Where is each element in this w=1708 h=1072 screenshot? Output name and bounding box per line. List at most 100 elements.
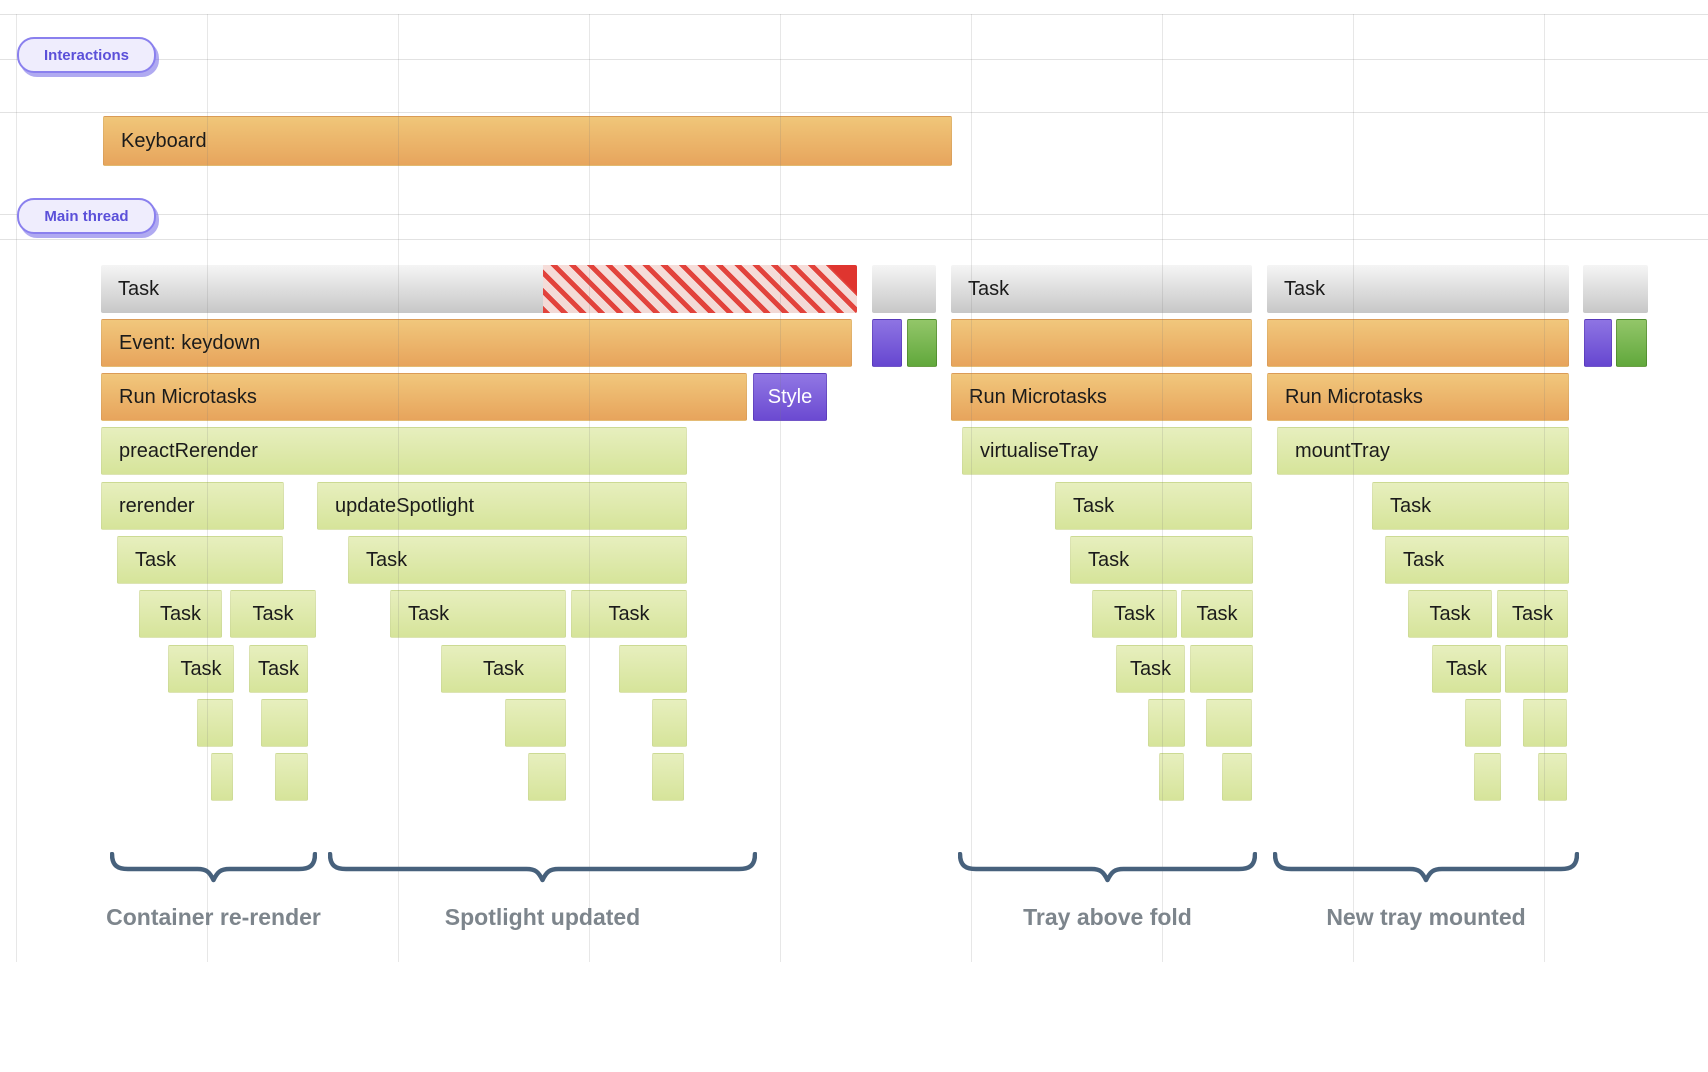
flame-bar-block[interactable] xyxy=(1148,699,1185,747)
flame-bar-block[interactable] xyxy=(951,319,1252,367)
flame-bar-block[interactable] xyxy=(275,753,308,801)
flame-bar-task[interactable]: Task xyxy=(1408,590,1492,638)
flame-bar-block[interactable] xyxy=(907,319,937,367)
flame-bar-label: Task xyxy=(252,602,294,625)
flame-bar-label: Task xyxy=(1196,602,1238,625)
grid-vline xyxy=(971,14,972,962)
flame-bar-block[interactable] xyxy=(872,265,936,313)
annotation-brace xyxy=(1273,852,1579,884)
flame-bar-label: Task xyxy=(1445,657,1488,680)
flame-bar-task[interactable]: Task xyxy=(249,645,308,693)
flame-bar-block[interactable] xyxy=(1538,753,1567,801)
flame-bar-block[interactable] xyxy=(1190,645,1253,693)
flame-bar-block[interactable] xyxy=(1474,753,1501,801)
interactions-track-pill[interactable]: Interactions xyxy=(17,37,156,73)
annotation-label-3: Tray above fold xyxy=(1023,904,1192,930)
flame-bar-task[interactable]: Task xyxy=(1181,590,1253,638)
flame-bar-task[interactable]: Task xyxy=(230,590,316,638)
flame-bar-run-microtasks[interactable]: Run Microtasks xyxy=(101,373,747,421)
flame-bar-rerender[interactable]: rerender xyxy=(101,482,284,530)
flame-bar-block[interactable] xyxy=(872,319,902,367)
grid-hline xyxy=(0,214,1708,215)
flame-bar-label: Task xyxy=(366,548,408,571)
flame-bar-task[interactable]: Task xyxy=(348,536,687,584)
flame-bar-block[interactable] xyxy=(619,645,687,693)
flame-bar-virtualisetray[interactable]: virtualiseTray xyxy=(962,427,1252,475)
flame-bar-block[interactable] xyxy=(528,753,566,801)
flame-bar-label: Task xyxy=(1390,494,1432,517)
flame-bar-block[interactable] xyxy=(211,753,233,801)
grid-vline xyxy=(1353,14,1354,962)
annotation-label-4: New tray mounted xyxy=(1326,904,1526,930)
flame-bar-run-microtasks[interactable]: Run Microtasks xyxy=(1267,373,1569,421)
flame-bar-label: Task xyxy=(1511,602,1554,625)
flame-bar-block[interactable] xyxy=(652,753,684,801)
flame-bar-block[interactable] xyxy=(1206,699,1252,747)
flame-bar-label: Task xyxy=(257,657,300,680)
flame-bar-block[interactable] xyxy=(1505,645,1568,693)
flame-bar-event-keydown[interactable]: Event: keydown xyxy=(101,319,852,367)
flame-bar-block[interactable] xyxy=(1584,319,1612,367)
flame-bar-preactrerender[interactable]: preactRerender xyxy=(101,427,687,475)
flame-bar-label: Run Microtasks xyxy=(1285,385,1423,408)
flame-bar-task[interactable]: Task xyxy=(1385,536,1569,584)
main-thread-track-pill[interactable]: Main thread xyxy=(17,198,156,234)
flame-bar-task[interactable]: Task xyxy=(1497,590,1568,638)
flame-bar-run-microtasks[interactable]: Run Microtasks xyxy=(951,373,1252,421)
flame-bar-block[interactable] xyxy=(505,699,566,747)
flame-bar-block[interactable] xyxy=(652,699,687,747)
flame-bar-block[interactable] xyxy=(1222,753,1252,801)
flame-bar-task[interactable]: Task xyxy=(1092,590,1177,638)
flame-bar-block[interactable] xyxy=(1616,319,1647,367)
flame-bar-task[interactable]: Task xyxy=(168,645,234,693)
flame-bar-task[interactable]: Task xyxy=(571,590,687,638)
flame-bar-label: Run Microtasks xyxy=(119,385,257,408)
annotation-label-2: Spotlight updated xyxy=(444,904,641,930)
keyboard-bar-label: Keyboard xyxy=(121,129,207,152)
flame-bar-task[interactable]: Task xyxy=(101,265,857,313)
flame-bar-label: Task xyxy=(968,277,1010,300)
flame-bar-task[interactable]: Task xyxy=(951,265,1252,313)
flame-bar-style[interactable]: Style xyxy=(753,373,827,421)
flame-bar-label: Task xyxy=(1088,548,1130,571)
grid-vline xyxy=(16,14,17,962)
flame-bar-block[interactable] xyxy=(1465,699,1501,747)
long-task-warning-icon xyxy=(828,265,857,294)
grid-hline xyxy=(0,239,1708,240)
annotation-brace xyxy=(110,852,317,884)
flame-bar-block[interactable] xyxy=(1159,753,1184,801)
flame-bar-task[interactable]: Task xyxy=(1267,265,1569,313)
flame-bar-label: mountTray xyxy=(1295,439,1390,462)
flame-bar-label: preactRerender xyxy=(119,439,258,462)
flame-bar-task[interactable]: Task xyxy=(117,536,283,584)
flame-bar-task[interactable]: Task xyxy=(1070,536,1253,584)
flame-bar-task[interactable]: Task xyxy=(1372,482,1569,530)
flame-bar-mounttray[interactable]: mountTray xyxy=(1277,427,1569,475)
grid-hline xyxy=(0,59,1708,60)
interaction-keyboard-bar[interactable]: Keyboard xyxy=(103,116,952,166)
flame-bar-task[interactable]: Task xyxy=(1055,482,1252,530)
flame-bar-label: Style xyxy=(767,385,813,408)
flame-bar-task[interactable]: Task xyxy=(1432,645,1501,693)
flame-bar-block[interactable] xyxy=(197,699,233,747)
flame-bar-label: Task xyxy=(608,602,650,625)
flame-bar-task[interactable]: Task xyxy=(139,590,222,638)
flame-bar-label: Event: keydown xyxy=(119,331,261,354)
flame-bar-label: updateSpotlight xyxy=(335,494,475,517)
flame-bar-label: Task xyxy=(1429,602,1471,625)
flame-bar-task[interactable]: Task xyxy=(1116,645,1185,693)
flame-bar-label: Task xyxy=(180,657,222,680)
flame-bar-label: Task xyxy=(408,602,450,625)
main-thread-track-label: Main thread xyxy=(44,207,129,225)
flame-bar-block[interactable] xyxy=(1583,265,1648,313)
annotation-label-1: Container re-render xyxy=(106,904,321,930)
flame-bar-label: Task xyxy=(1073,494,1115,517)
flame-bar-block[interactable] xyxy=(1267,319,1569,367)
flame-bar-label: Task xyxy=(135,548,177,571)
flame-bar-block[interactable] xyxy=(1523,699,1567,747)
flame-bar-task[interactable]: Task xyxy=(390,590,566,638)
flame-bar-block[interactable] xyxy=(261,699,308,747)
grid-hline xyxy=(0,14,1708,15)
flame-bar-task[interactable]: Task xyxy=(441,645,566,693)
flame-bar-updatespotlight[interactable]: updateSpotlight xyxy=(317,482,687,530)
